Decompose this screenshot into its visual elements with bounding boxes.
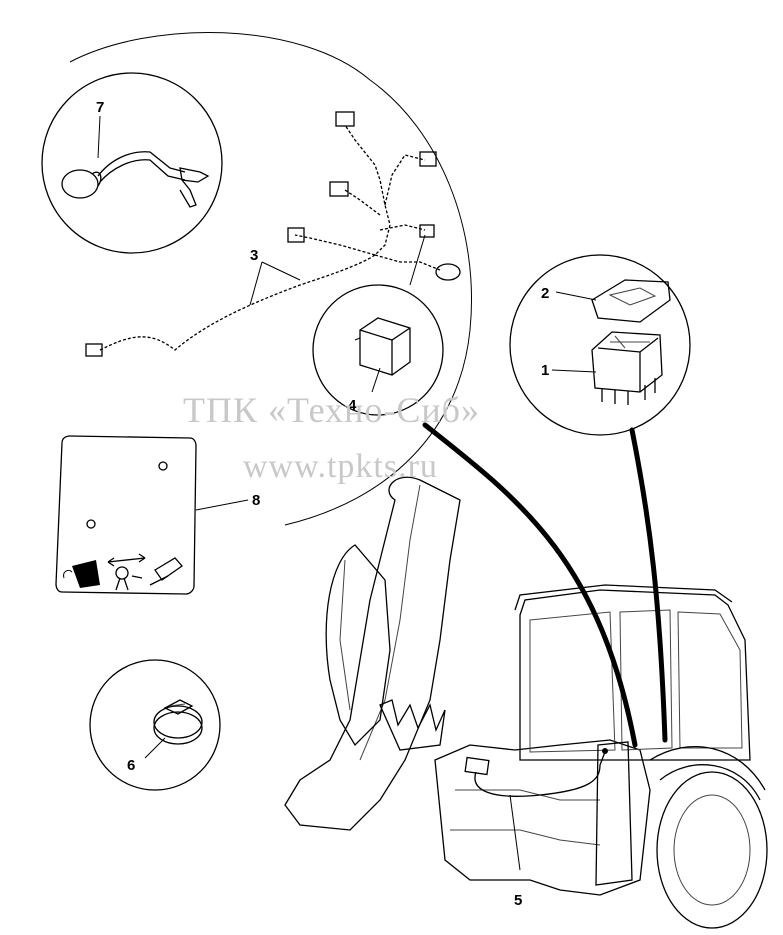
cable-to-switch	[629, 427, 668, 743]
cable-to-relay	[422, 422, 638, 748]
item-5-cab-harness	[464, 748, 608, 871]
detail-circle-4	[312, 234, 444, 416]
callout-5: 5	[514, 892, 522, 909]
harness-detail-arc	[69, 32, 473, 526]
watermark-title: ТПК «Техно-Сиб»	[183, 390, 480, 430]
backhoe-loader-icon	[284, 476, 768, 929]
decal-plate-icon	[55, 435, 249, 595]
watermark-url: www.tpkts.ru	[243, 448, 438, 485]
detail-circle-switch	[509, 254, 691, 436]
relay-icon	[354, 317, 411, 376]
callout-8: 8	[252, 492, 260, 509]
bulb-icon	[61, 151, 210, 208]
callout-6: 6	[127, 757, 135, 774]
rocker-switch-icon	[591, 279, 671, 405]
detail-circle-7	[41, 72, 223, 254]
hose-clamp-icon	[153, 699, 203, 745]
callout-3: 3	[250, 247, 258, 264]
callout-2: 2	[541, 285, 549, 302]
callout-7: 7	[96, 99, 104, 116]
wiring-harness-icon	[85, 111, 461, 357]
callout-4: 4	[348, 397, 357, 414]
callout-1: 1	[541, 362, 549, 379]
detail-circle-6	[89, 659, 221, 791]
